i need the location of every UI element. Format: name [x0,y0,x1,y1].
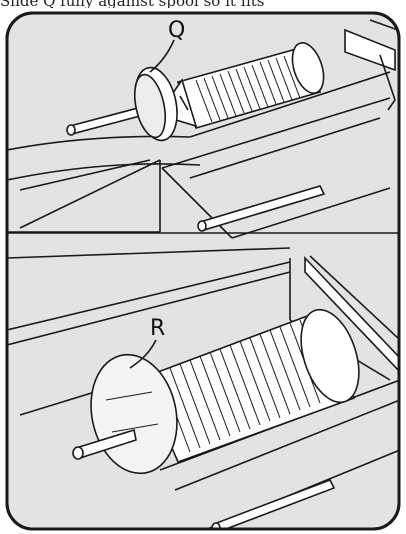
callout-label-r: R [150,316,166,341]
callout-label-q: Q [168,18,186,43]
cropped-instruction-text: Slide Q fully against spool so it fits [0,0,406,8]
top-spool [167,42,325,129]
top-scene [7,19,399,239]
q-end-cap [133,66,178,142]
bottom-scene [7,247,399,529]
bottom-tray-rod [212,478,336,529]
q-leader-line [149,39,175,73]
r-leader-line [129,339,157,369]
